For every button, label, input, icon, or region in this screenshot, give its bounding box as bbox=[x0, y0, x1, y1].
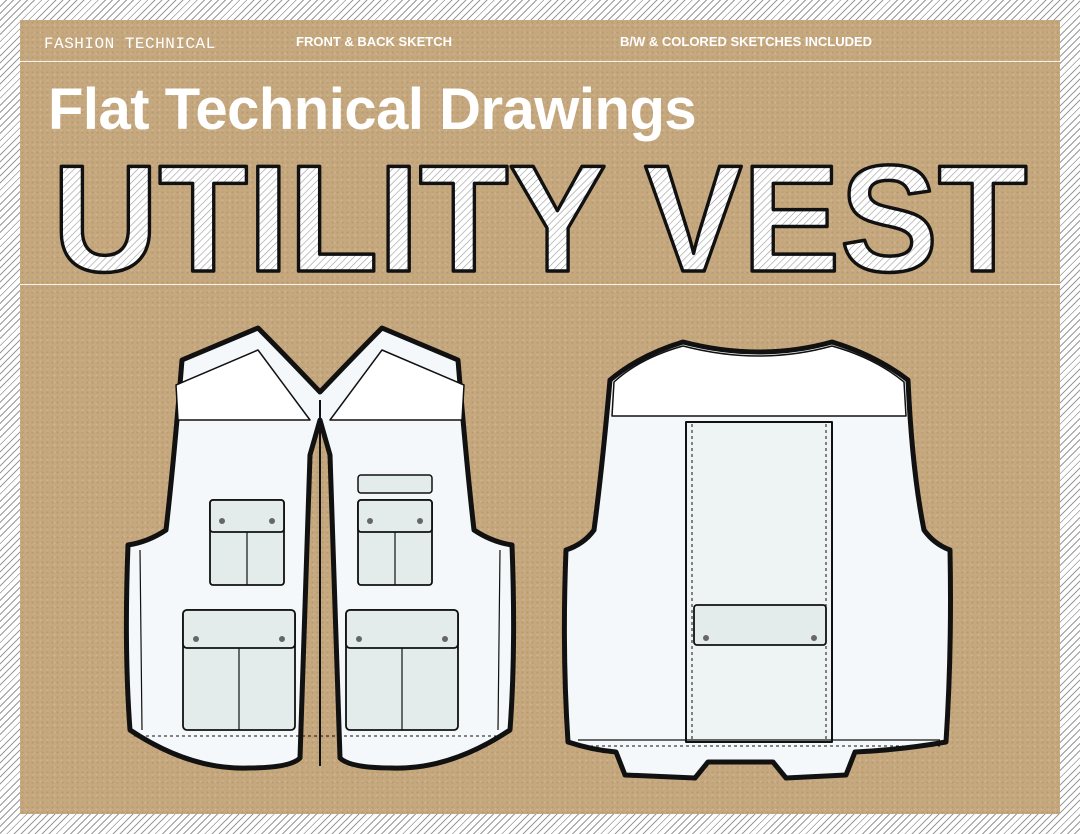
back-game-pocket bbox=[693, 604, 827, 646]
headline-divider bbox=[20, 284, 1060, 285]
front-chest-pocket-left bbox=[209, 499, 285, 586]
front-right-yoke bbox=[329, 349, 465, 421]
back-yoke bbox=[611, 345, 907, 417]
headline-graphic: UTILITY VEST bbox=[51, 138, 1030, 288]
header-label-right: B/W & COLORED SKETCHES INCLUDED bbox=[620, 34, 873, 49]
front-left-yoke bbox=[175, 349, 311, 421]
front-vest-sketch bbox=[123, 325, 517, 771]
back-vest-sketch bbox=[561, 339, 953, 781]
front-lower-pocket-left bbox=[182, 609, 296, 731]
chest-tab bbox=[357, 474, 433, 494]
header-label-middle: FRONT & BACK SKETCH bbox=[296, 34, 452, 49]
back-center-panel bbox=[685, 421, 833, 743]
page-title: Flat Technical Drawings bbox=[48, 77, 697, 142]
header-label-left: FASHION TECHNICAL bbox=[44, 35, 216, 53]
kraft-background: FASHION TECHNICAL FRONT & BACK SKETCH B/… bbox=[20, 20, 1060, 814]
headline-text: UTILITY VEST bbox=[53, 138, 1028, 288]
front-chest-pocket-right bbox=[357, 499, 433, 586]
vest-sketches bbox=[123, 325, 953, 781]
header-divider bbox=[20, 61, 1060, 62]
front-lower-pocket-right bbox=[345, 609, 459, 731]
